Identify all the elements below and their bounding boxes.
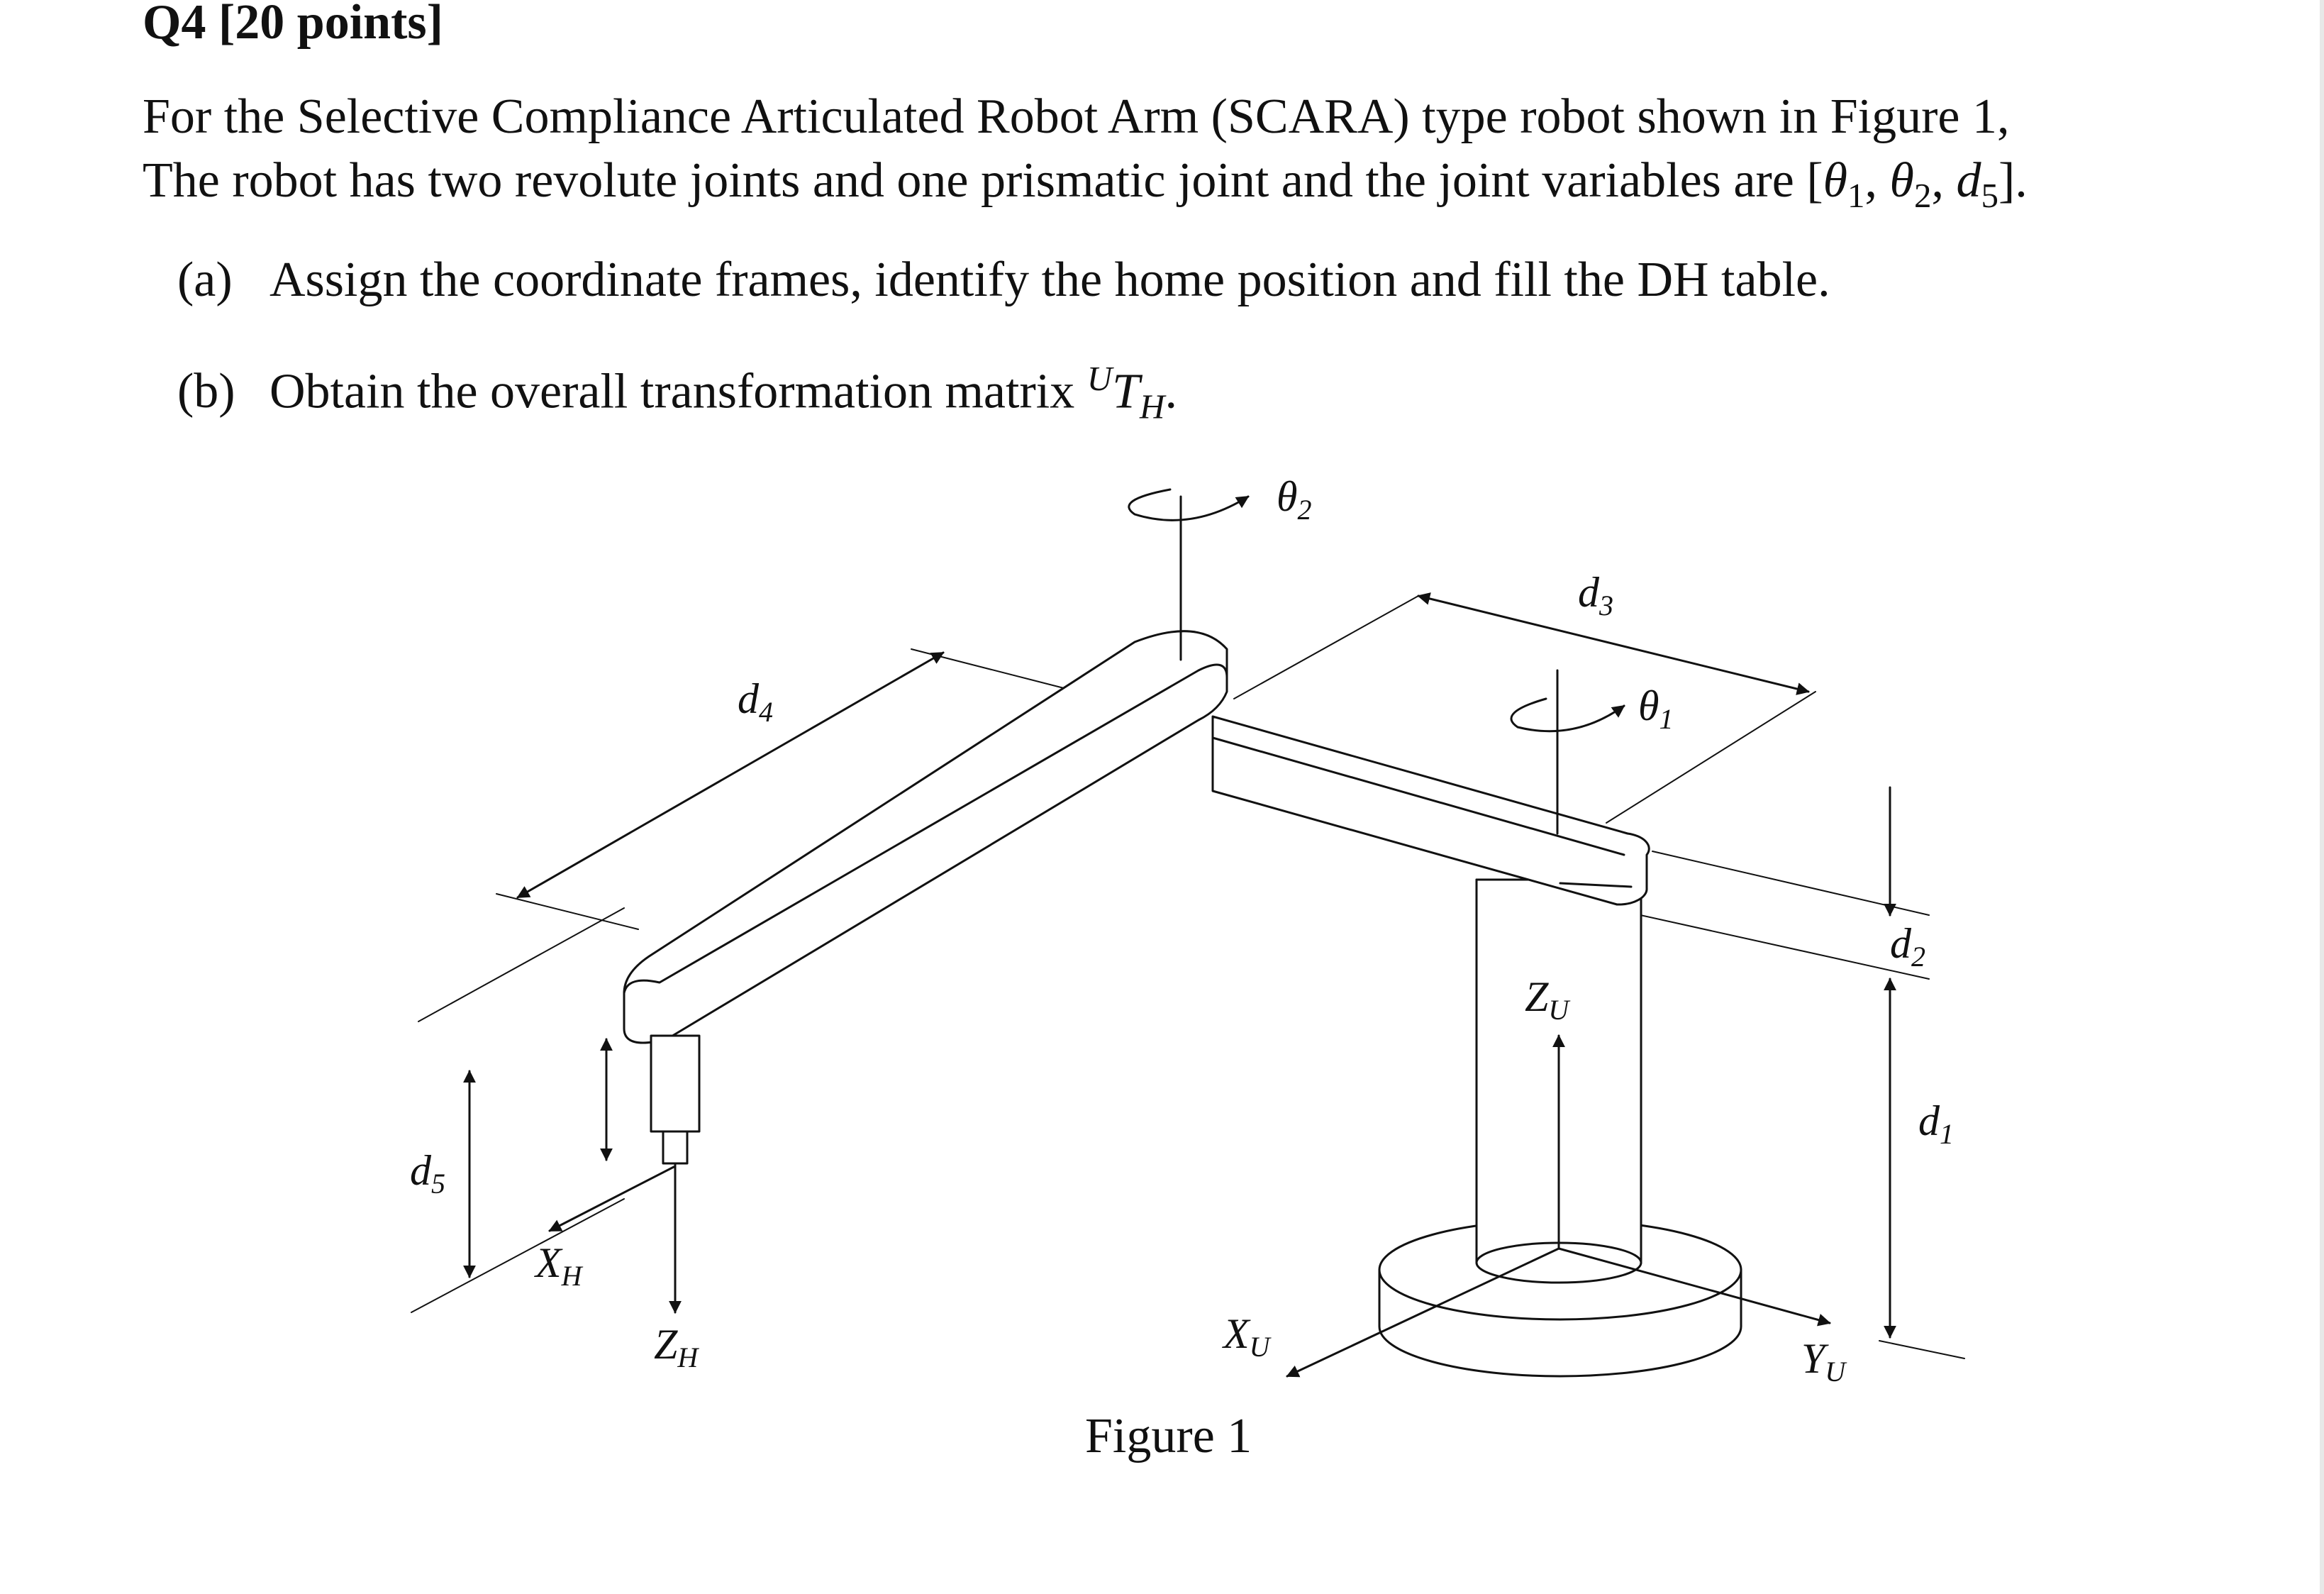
part-b-text: Obtain the overall transformation matrix (269, 364, 1075, 419)
paragraph-line-2-suffix: ]. (1998, 153, 2028, 208)
d4-label: d4 (738, 675, 773, 728)
d5-var: d (1956, 153, 1981, 208)
theta2-var: θ (1889, 153, 1914, 208)
part-b-math-main: T (1112, 364, 1140, 419)
part-b-tag: (b) (177, 364, 235, 419)
page-scrollbar[interactable] (2320, 0, 2324, 1594)
end-effector-quill (650, 1034, 701, 1314)
part-b: (b) Obtain the overall transformation mat… (177, 358, 1177, 426)
theta1-var: θ (1823, 153, 1848, 208)
d3-label: d3 (1578, 569, 1613, 621)
figure-caption: Figure 1 (1085, 1409, 1252, 1463)
question-paragraph: For the Selective Compliance Articulated… (143, 85, 2028, 228)
question-heading: Q4 [20 points] (143, 0, 443, 50)
xh-label: XH (534, 1239, 584, 1292)
theta1-sub: 1 (1847, 176, 1865, 215)
paragraph-line-2-prefix: The robot has two revolute joints and on… (143, 153, 1823, 208)
outer-link (623, 630, 1228, 1044)
inner-link (1211, 715, 1650, 906)
frame-axes (548, 1034, 1831, 1378)
joint-axes (1128, 488, 1625, 835)
xu-label: XU (1222, 1310, 1272, 1363)
d2-label: d2 (1890, 920, 1925, 973)
paragraph-line-2: The robot has two revolute joints and on… (143, 153, 2028, 215)
dimension-arrows (463, 592, 1896, 1339)
d5-label: d5 (410, 1147, 445, 1200)
part-a: (a) Assign the coordinate frames, identif… (177, 252, 1830, 309)
zu-label: ZU (1525, 973, 1571, 1026)
part-b-math-sup: U (1086, 359, 1113, 398)
theta2-label: θ2 (1277, 473, 1311, 526)
d1-label: d1 (1918, 1097, 1954, 1150)
zh-label: ZH (654, 1321, 699, 1373)
d5-sub: 5 (1981, 176, 1998, 215)
yu-label: YU (1801, 1335, 1847, 1388)
theta1-label: θ1 (1638, 682, 1673, 735)
part-a-tag: (a) (177, 253, 233, 307)
part-b-end: . (1164, 364, 1177, 419)
theta2-sub: 2 (1913, 176, 1932, 215)
part-b-math-sub: H (1140, 387, 1165, 426)
part-a-text: Assign the coordinate frames, identify t… (269, 253, 1830, 307)
paragraph-line-1: For the Selective Compliance Articulated… (143, 89, 2010, 144)
